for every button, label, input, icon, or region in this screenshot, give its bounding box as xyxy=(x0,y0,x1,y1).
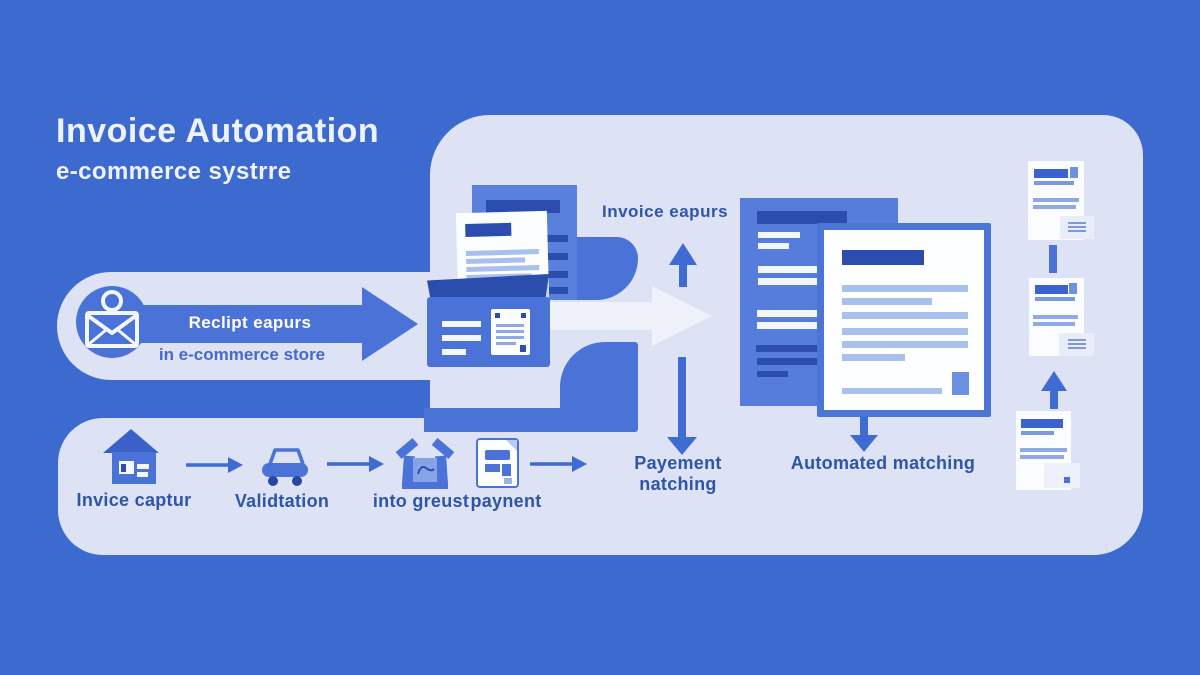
up-arrow-icon xyxy=(669,243,697,265)
small-note-1 xyxy=(1060,216,1094,239)
capture-label: Invoice eapurs xyxy=(601,202,729,221)
matching-front-document xyxy=(817,223,991,417)
page-title: Invoice Automation xyxy=(56,112,380,150)
right-arrow-icon xyxy=(186,457,243,473)
small-note-3 xyxy=(1044,463,1080,488)
payment-matching-label: Payement natching xyxy=(634,453,722,494)
capture-receipt-card xyxy=(491,309,530,355)
intake-arrow-head xyxy=(362,287,418,361)
bottom-band-shape xyxy=(58,418,1143,555)
connector-bottom-arm-shape xyxy=(560,342,638,432)
capture-box-front xyxy=(427,297,550,367)
small-note-2 xyxy=(1059,333,1094,356)
flow-channel-shape xyxy=(424,408,564,432)
small-document-1 xyxy=(1028,161,1084,240)
connector-bar xyxy=(1049,245,1057,273)
right-arrow-icon xyxy=(530,456,587,472)
car-icon xyxy=(262,448,308,486)
step-label-ingest: into greust xyxy=(372,491,470,511)
step-label-invoice-capture: Invice captur xyxy=(76,490,192,510)
intake-arrow-label: Reclipt eapurs xyxy=(188,313,312,332)
up-arrow-icon xyxy=(1041,371,1067,391)
step-label-payment: paynent xyxy=(470,491,542,511)
open-box-icon xyxy=(395,435,455,490)
step-label-validation: Validtation xyxy=(234,491,330,511)
down-arrow-icon xyxy=(678,357,686,437)
person-envelope-badge xyxy=(76,286,148,358)
intake-note: in e-commerce store xyxy=(158,345,326,364)
ghost-flow-arrow xyxy=(548,286,712,346)
down-arrow-icon xyxy=(860,417,868,435)
intake-arrow-shaft xyxy=(128,305,362,343)
house-icon xyxy=(100,429,164,487)
payment-document-icon xyxy=(476,438,519,488)
automated-matching-label: Automated matching xyxy=(790,453,976,473)
right-arrow-icon xyxy=(327,456,384,472)
page-subtitle: e-commerce systrre xyxy=(56,158,292,185)
small-document-2 xyxy=(1029,278,1084,356)
person-envelope-icon xyxy=(85,290,139,348)
